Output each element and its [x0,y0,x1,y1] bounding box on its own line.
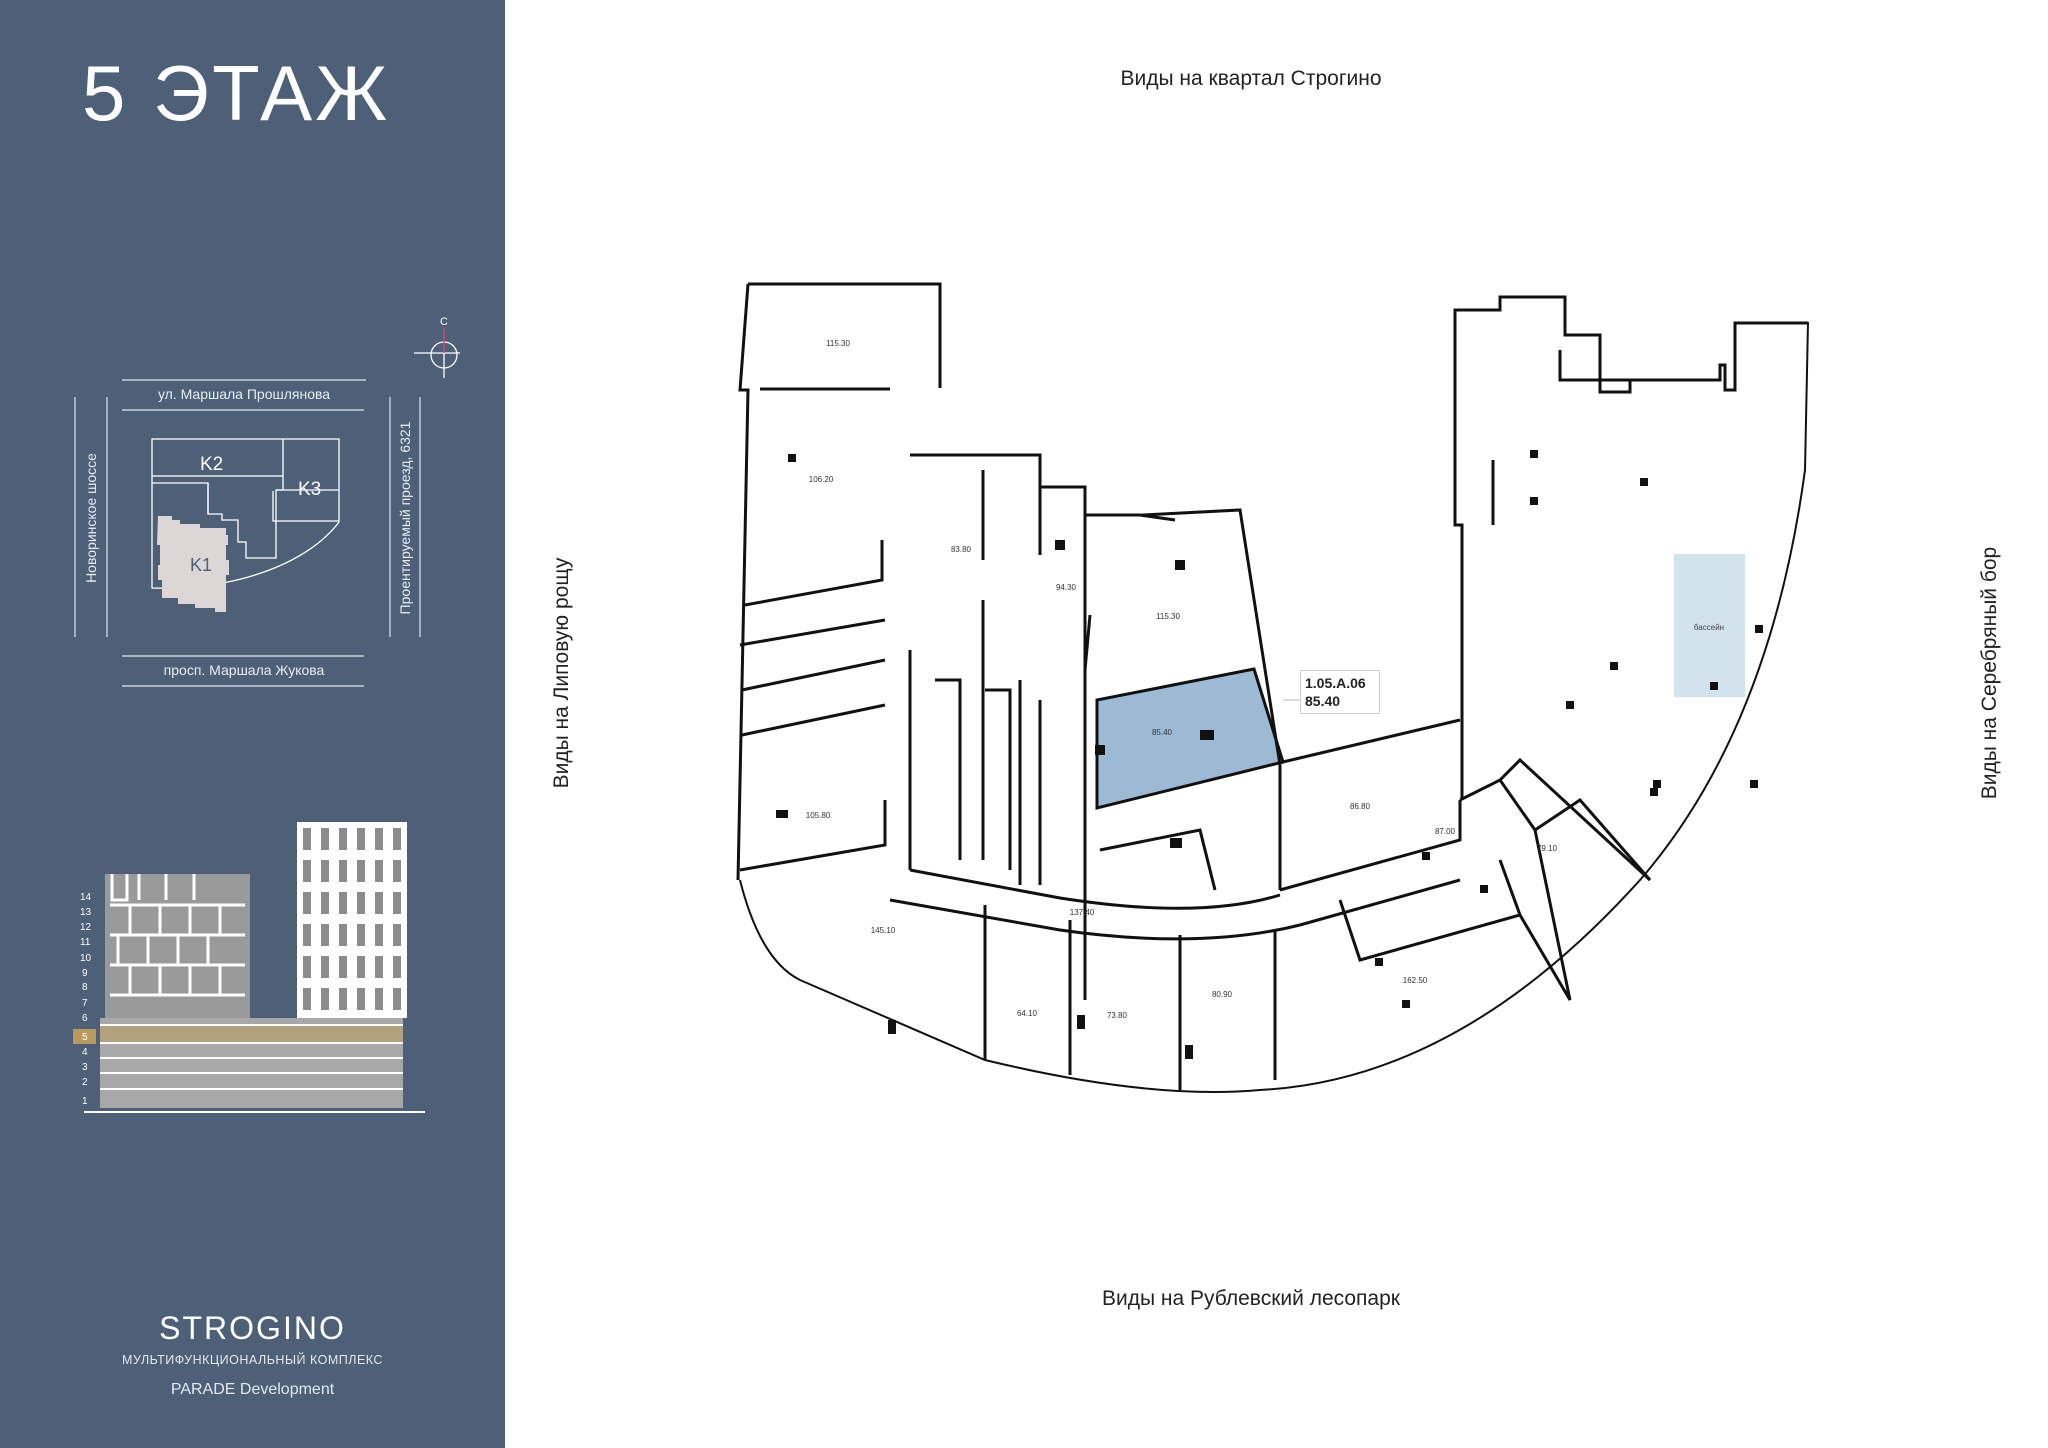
brand-name: STROGINO [159,1310,346,1346]
room-area[interactable]: 137.40 [1070,908,1095,917]
room-labels: 115.30 106.20 105.80 145.10 137.40 64.10… [806,339,1558,1020]
room-area[interactable]: 83.80 [951,545,972,554]
brand: STROGINO МУЛЬТИФУНКЦИОНАЛЬНЫЙ КОМПЛЕКС P… [0,1310,505,1399]
brand-subtitle: МУЛЬТИФУНКЦИОНАЛЬНЫЙ КОМПЛЕКС [122,1353,383,1367]
room-area[interactable]: 105.80 [806,811,831,820]
columns [776,450,1763,1059]
floor-title: 5 ЭТАЖ [82,49,391,137]
selected-unit[interactable] [1095,667,1285,810]
floor-6[interactable]: 6 [82,1013,88,1024]
floor-14[interactable]: 14 [80,892,92,903]
floor-12[interactable]: 12 [80,922,92,933]
selected-floor-band [100,1026,403,1042]
room-area[interactable]: 162.50 [1403,976,1428,985]
unit-area: 85.40 [1305,693,1341,709]
room-area[interactable]: 115.30 [1156,612,1180,621]
floor-11[interactable]: 11 [80,937,91,948]
floor-2[interactable]: 2 [82,1077,88,1088]
road-south: просп. Маршала Жукова [163,662,325,678]
floor-13[interactable]: 13 [80,907,92,918]
room-area[interactable]: 87.00 [1435,827,1456,836]
room-area[interactable]: 106.20 [809,475,834,484]
building-k2-label[interactable]: K2 [200,454,223,475]
room-area[interactable]: 64.10 [1017,1009,1038,1018]
unit-id: 1.05.A.06 [1305,675,1366,691]
view-north-label: Виды на квартал Строгино [1120,67,1382,90]
room-area[interactable]: 94.30 [1056,583,1077,592]
brand-developer: PARADE Development [170,1381,335,1398]
building-elevation [73,822,425,1113]
room-area[interactable]: 79.10 [1537,844,1558,853]
selected-floor-marker [73,1029,96,1044]
room-area[interactable]: 145.10 [871,926,896,935]
floor-4[interactable]: 4 [82,1047,88,1058]
room-area[interactable]: 80.90 [1212,990,1233,999]
building-k3-label[interactable]: K3 [298,479,321,500]
road-north: ул. Маршала Прошлянова [157,386,331,402]
selected-unit-callout: 1.05.A.06 85.40 [1300,670,1380,714]
floor-10[interactable]: 10 [80,953,92,964]
floor-1[interactable]: 1 [82,1096,88,1107]
floor-numbers: 14 13 12 11 10 9 8 7 6 5 4 3 2 1 [80,892,92,1107]
room-area[interactable]: 115.30 [826,339,850,348]
compass-icon [414,328,460,378]
floor-7[interactable]: 7 [82,998,88,1009]
walls [736,282,1809,1093]
sidebar: 5 ЭТАЖ С K2 K3 K1 [0,0,505,1448]
view-south-label: Виды на Рублевский лесопарк [1102,1287,1400,1310]
floor-9[interactable]: 9 [82,968,88,979]
pool-label: бассейн [1694,623,1724,632]
pool [1674,554,1745,697]
site-plan: С K2 K3 K1 [73,316,460,1113]
floor-3[interactable]: 3 [82,1062,88,1073]
floor-8[interactable]: 8 [82,982,88,993]
room-area[interactable]: 85.40 [1152,728,1173,737]
room-area[interactable]: 73.80 [1107,1011,1128,1020]
building-k1[interactable] [157,516,229,612]
compass-label: С [440,316,448,328]
building-k1-label[interactable]: K1 [190,555,212,575]
floor-5[interactable]: 5 [82,1032,88,1043]
room-area[interactable]: 86.80 [1350,802,1371,811]
